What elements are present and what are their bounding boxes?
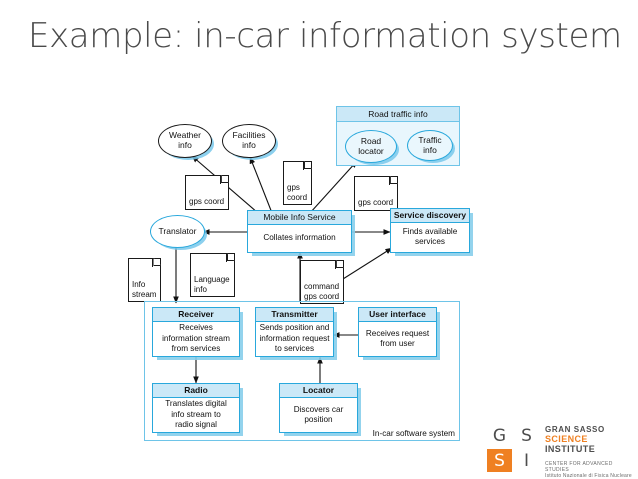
node-transmitter-header: Transmitter [256,308,333,323]
note-gps-coord-road: gps coord [354,176,399,211]
node-service-discovery-header: Service discovery [391,209,469,224]
logo-letter-s1: S [521,425,532,446]
note-gps-coord-road-text: gps coord [358,198,394,208]
note-fold-icon [335,261,344,269]
node-user-interface[interactable]: User interface Receives request from use… [358,307,437,357]
node-user-interface-header: User interface [359,308,436,323]
node-translator[interactable]: Translator [150,215,205,248]
logo-word-institute: INSTITUTE [545,444,596,454]
group-in-car-software-system: In-car software system [144,301,460,441]
note-fold-icon [152,259,161,267]
note-gps-coord-facilities-text: gps coord [287,183,308,202]
group-road-traffic-info-title: Road traffic info [337,107,459,122]
gssi-logo-wordmark: GRAN SASSO SCIENCE INSTITUTE CENTER FOR … [545,425,633,479]
node-transmitter[interactable]: Transmitter Sends position and informati… [255,307,334,357]
node-receiver-body: Receives information stream from service… [162,323,230,353]
note-gps-coord-weather-text: gps coord [189,197,225,207]
arrow-mis-to-roadtraffic [309,160,358,214]
node-translator-label: Translator [158,225,197,236]
note-gps-coord-facilities: gps coord [283,161,313,206]
node-weather-info-label: Weather info [169,130,201,150]
node-traffic-info[interactable]: Traffic info [407,130,453,161]
logo-line-gran-sasso: GRAN SASSO [545,425,605,434]
node-locator-body: Discovers car position [293,404,344,424]
node-traffic-info-label: Traffic info [418,134,442,155]
logo-line-science-institute: SCIENCE INSTITUTE [545,434,633,454]
node-radio-body: Translates digital info stream to radio … [165,399,227,429]
node-radio[interactable]: Radio Translates digital info stream to … [152,383,240,433]
note-fold-icon [225,254,234,262]
note-language-info-text: Language info [194,275,230,294]
page-title: Example: in-car information system [28,16,622,56]
node-locator-header: Locator [280,384,357,399]
node-transmitter-body: Sends position and information request t… [259,323,330,353]
logo-letter-g: G [492,425,507,446]
note-fold-icon [389,177,398,185]
note-language-info: Language info [190,253,235,298]
group-road-traffic-info: Road traffic info Road locator Traffic i… [336,106,460,166]
node-receiver-header: Receiver [153,308,239,323]
gssi-logo: G S S I GRAN SASSO SCIENCE INSTITUTE CEN… [487,424,633,479]
gssi-logo-letter-grid: G S S I [487,424,539,472]
note-command-gps-coord: command gps coord [300,260,345,305]
node-facilities-info-label: Facilities info [232,130,266,150]
architecture-diagram: Weather info Facilities info Road traffi… [0,95,638,455]
node-receiver[interactable]: Receiver Receives information stream fro… [152,307,240,357]
arrow-mis-to-facilities [249,156,273,214]
note-info-stream-text: Info stream [132,280,157,299]
note-fold-icon [220,176,229,184]
node-weather-info[interactable]: Weather info [158,124,212,158]
node-mobile-info-service-header: Mobile Info Service [248,211,351,226]
logo-word-science: SCIENCE [545,434,588,444]
node-road-locator[interactable]: Road locator [345,130,397,163]
node-user-interface-body: Receives request from user [365,328,430,348]
logo-letter-i: I [523,450,529,471]
logo-letter-s2: S [487,449,512,472]
node-radio-header: Radio [153,384,239,399]
note-command-gps-coord-text: command gps coord [304,282,340,301]
node-service-discovery[interactable]: Service discovery Finds available servic… [390,208,470,253]
note-info-stream: Info stream [128,258,162,303]
logo-line-center: CENTER FOR ADVANCED STUDIES [545,461,613,473]
logo-line-infn: Istituto Nazionale di Fisica Nucleare [545,473,632,479]
node-mobile-info-service-body: Collates information [263,233,336,243]
node-facilities-info[interactable]: Facilities info [222,124,276,158]
node-service-discovery-body: Finds available services [402,227,458,247]
node-locator[interactable]: Locator Discovers car position [279,383,358,433]
node-road-locator-label: Road locator [358,135,384,156]
note-fold-icon [303,162,312,170]
node-mobile-info-service[interactable]: Mobile Info Service Collates information [247,210,352,253]
group-in-car-software-system-label: In-car software system [372,429,455,438]
note-gps-coord-weather: gps coord [185,175,230,210]
